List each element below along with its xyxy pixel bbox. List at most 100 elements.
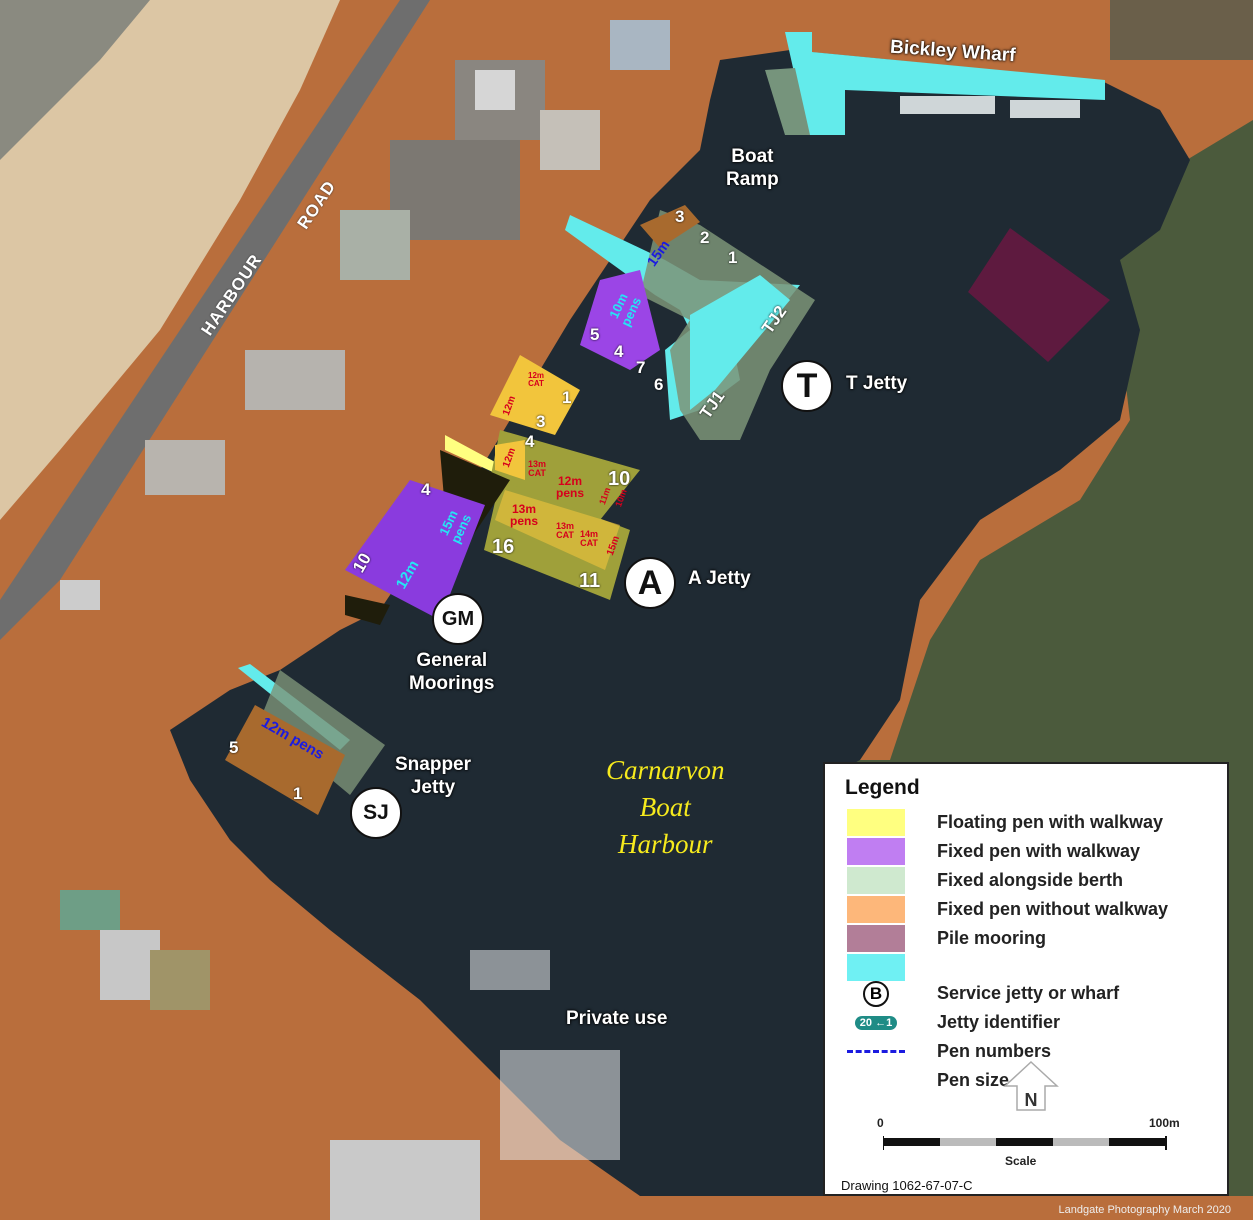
a-jetty-floating-2 [490, 430, 640, 520]
legend-title: Legend [845, 776, 920, 799]
t-jetty-label: T Jetty [846, 373, 908, 394]
bickley-wharf [785, 32, 1105, 135]
svg-text:N: N [1025, 1090, 1038, 1110]
t-jetty-pen-4: 4 [614, 342, 624, 361]
t-jetty-pen-2: 2 [700, 228, 710, 247]
north-arrow-icon: N [1003, 1060, 1059, 1111]
a-jetty-size-12m-pens: 12m pens [556, 474, 585, 500]
scale-min: 0 [877, 1116, 884, 1130]
legend-swatch [847, 954, 905, 981]
a-jetty-pen-16: 16 [492, 536, 515, 558]
legend-item-pen-numbers: Pen numbers [847, 1038, 1051, 1065]
a-jetty-size-13m-cat-b: 13m CAT [556, 521, 575, 540]
scale-label: Scale [1005, 1154, 1037, 1168]
legend-label: Floating pen with walkway [937, 812, 1164, 832]
a-jetty-size-12m-cat: 12m CAT [528, 371, 545, 388]
t-jetty-pen-6: 6 [654, 375, 664, 394]
snapper-jetty-label: Snapper Jetty [395, 754, 472, 798]
t-jetty-pen-1: 1 [728, 248, 738, 267]
legend-label: Pile mooring [937, 928, 1047, 948]
t-jetty-walkway [565, 215, 800, 420]
legend-item-alongside: Fixed alongside berth [847, 867, 1123, 894]
legend-label: Service jetty or wharf [937, 983, 1120, 1003]
building [150, 950, 210, 1010]
a-jetty-label: A Jetty [688, 568, 751, 589]
legend-item-jetty-id: 20 ←1 Jetty identifier [847, 1009, 1060, 1036]
legend-item-fixed-walkway: Fixed pen with walkway [847, 838, 1140, 865]
jetty-identifier-symbol: 20 ←1 [854, 1015, 898, 1030]
legend-label: Fixed alongside berth [937, 870, 1124, 890]
a-jetty-pen-10: 10 [608, 468, 631, 490]
harbour-road [0, 0, 430, 640]
snapper-berth [260, 670, 385, 795]
building [60, 580, 100, 610]
legend-label: Fixed pen with walkway [937, 841, 1141, 861]
legend-item-cyan [847, 954, 905, 981]
pile-mooring [968, 228, 1110, 362]
photo-credit: Landgate Photography March 2020 [1058, 1204, 1231, 1216]
building [330, 1140, 480, 1220]
general-moorings-dark-2 [345, 595, 390, 625]
a-jetty-pen-11: 11 [579, 570, 601, 592]
legend-swatch [847, 896, 905, 923]
building [60, 890, 120, 930]
general-moorings-label: General Moorings [409, 650, 495, 694]
private-boats [500, 1050, 620, 1160]
legend-panel: Legend Floating pen with walkway Fixed p… [823, 762, 1229, 1196]
legend-item-pile: Pile mooring [847, 925, 1046, 952]
sj-pen-5: 5 [229, 738, 239, 757]
a-jetty-size-13m-cat-a: 13m CAT [528, 459, 547, 478]
t-jetty-service-circle: T [781, 360, 833, 412]
legend-item-floating: Floating pen with walkway [847, 809, 1163, 836]
service-symbol: B [863, 980, 889, 1007]
legend-label: Fixed pen without walkway [937, 899, 1169, 919]
boat-ramp-berth [765, 68, 810, 135]
legend-item-fixed-no-walkway: Fixed pen without walkway [847, 896, 1168, 923]
building [540, 110, 600, 170]
a-jetty-pens [495, 490, 620, 570]
legend-swatch [847, 809, 905, 836]
a-jetty-size-14m-cat: 14m CAT [580, 529, 599, 548]
building [610, 20, 670, 70]
boat [1010, 100, 1080, 118]
t-jetty-arm [690, 275, 790, 410]
a-jetty-floating-1 [490, 355, 580, 435]
a-jetty-service-circle: A [624, 557, 676, 609]
bushland-top [1110, 0, 1253, 60]
private-use-label: Private use [566, 1008, 668, 1029]
drawing-number: Drawing 1062-67-07-C [841, 1178, 973, 1193]
building [475, 70, 515, 110]
sea-top-left [0, 0, 150, 160]
harbour-name-label: Carnarvon Boat Harbour [606, 755, 725, 859]
sj-service-circle: SJ [350, 787, 402, 839]
harbour-water [170, 50, 1190, 1196]
sj-pen-1: 1 [293, 784, 303, 803]
snapper-pens [225, 705, 345, 815]
legend-label: Jetty identifier [937, 1012, 1061, 1032]
scale-max: 100m [1149, 1116, 1180, 1130]
scale-bar [883, 1136, 1167, 1150]
legend-label: Pen size [937, 1070, 1010, 1090]
dashed-line-icon [847, 1050, 905, 1053]
boat-ramp-label: Boat Ramp [726, 146, 779, 190]
sandy-beach [0, 0, 340, 520]
general-moorings-pens [345, 480, 485, 620]
legend-swatch [847, 925, 905, 952]
t-jetty-pen-7: 7 [636, 358, 646, 377]
t-jetty-pens-4-5 [580, 270, 660, 370]
lot [390, 140, 520, 240]
legend-swatch [847, 867, 905, 894]
a-jetty-floating-3 [495, 440, 525, 480]
t-jetty-pen-3: 3 [675, 207, 685, 226]
a-jetty-size-13m-pens: 13m pens [510, 502, 539, 528]
a-jetty-pen-1: 1 [562, 388, 572, 407]
legend-label: Pen numbers [937, 1041, 1052, 1061]
t-jetty-pen-5: 5 [590, 325, 600, 344]
a-jetty-pen-3: 3 [536, 412, 546, 431]
private-boats-2 [470, 950, 550, 990]
t-jetty-pen-3 [640, 205, 700, 248]
building [340, 210, 410, 280]
building [245, 350, 345, 410]
gm-pen-4: 4 [421, 480, 431, 499]
